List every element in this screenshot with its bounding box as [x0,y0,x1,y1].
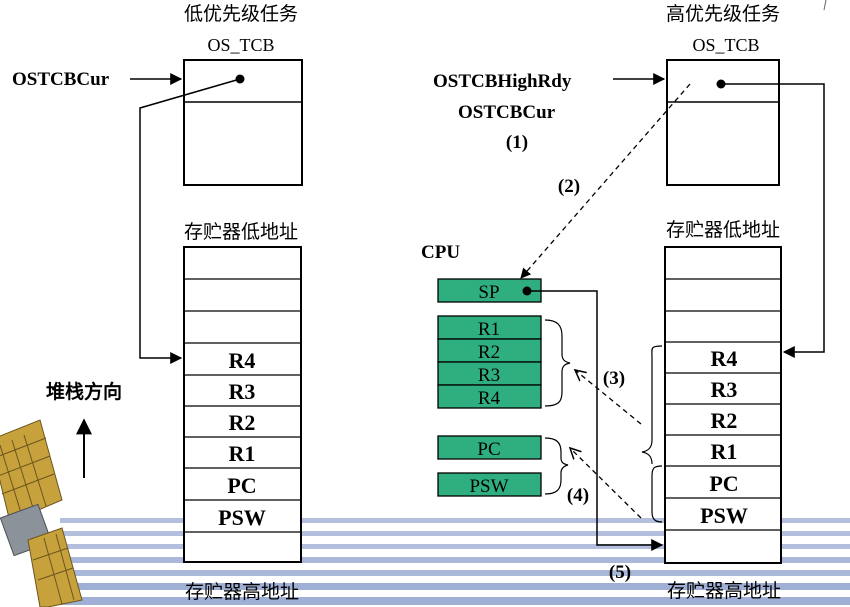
left-stack-r2: R2 [229,410,256,435]
left-stack-r4: R4 [229,348,256,373]
step-1-label: (1) [506,132,528,153]
step-4-label: (4) [567,485,589,506]
right-stack-low-address-label: 存贮器低地址 [666,219,780,241]
right-ostcbcur-label: OSTCBCur [458,102,556,123]
cpu-sp-label: SP [478,282,499,303]
right-tcb-box [666,59,780,186]
cpu-r3-label: R3 [478,365,500,386]
low-priority-task-title: 低优先级任务 [184,3,298,25]
left-stack [183,246,302,563]
cpu-general-registers [437,315,542,409]
left-stack-low-address-label: 存贮器低地址 [184,221,298,243]
right-stack-psw: PSW [700,503,748,528]
right-stack-pointer-line [721,83,825,358]
right-stack-high-address-label: 存贮器高地址 [667,580,781,602]
step-5-label: (5) [609,562,631,583]
left-tcb-label: OS_TCB [207,35,274,55]
right-stack-brace-r1-r4 [641,345,663,465]
right-stack-r3: R3 [711,377,738,402]
right-stack [664,246,782,564]
right-stack-r2: R2 [711,408,738,433]
right-stack-r1: R1 [711,439,738,464]
step-2-label: (2) [558,176,580,197]
cpu-r1-label: R1 [478,319,500,340]
cpu-brace-r1-r4 [544,319,571,407]
left-stack-r3: R3 [229,379,256,404]
left-stack-high-address-label: 存贮器高地址 [185,581,299,603]
left-stack-psw: PSW [218,505,266,530]
left-tcb-box [183,59,303,186]
left-stack-r1: R1 [229,441,256,466]
left-stack-pc: PC [227,473,256,498]
high-priority-task-title: 高优先级任务 [666,3,780,25]
cpu-r2-label: R2 [478,342,500,363]
cpu-psw-register [437,472,542,497]
left-stack-pointer-line [139,78,241,364]
right-stack-r4: R4 [711,346,738,371]
background-stripes [60,518,850,605]
cpu-brace-pc-psw [544,437,569,495]
corner-tick [823,0,827,11]
right-stack-brace-pc-psw [651,465,663,523]
right-stack-pc: PC [709,471,738,496]
cpu-psw-label: PSW [469,476,508,497]
left-ostcbcur-label: OSTCBCur [12,69,110,90]
satellite-image [0,419,83,607]
right-tcb-label: OS_TCB [692,35,759,55]
cpu-pc-label: PC [477,439,500,460]
step-2-dashed-arrow [520,83,691,279]
cpu-label: CPU [421,242,460,263]
step-4-dashed-arrow [570,448,642,519]
step-5-sp-pointer-line [527,290,664,551]
stack-direction-label: 堆栈方向 [46,380,122,403]
step-3-label: (3) [603,368,625,389]
cpu-pc-register [437,435,542,460]
cpu-r4-label: R4 [478,388,501,409]
ostcbhighrdy-label: OSTCBHighRdy [433,71,572,92]
